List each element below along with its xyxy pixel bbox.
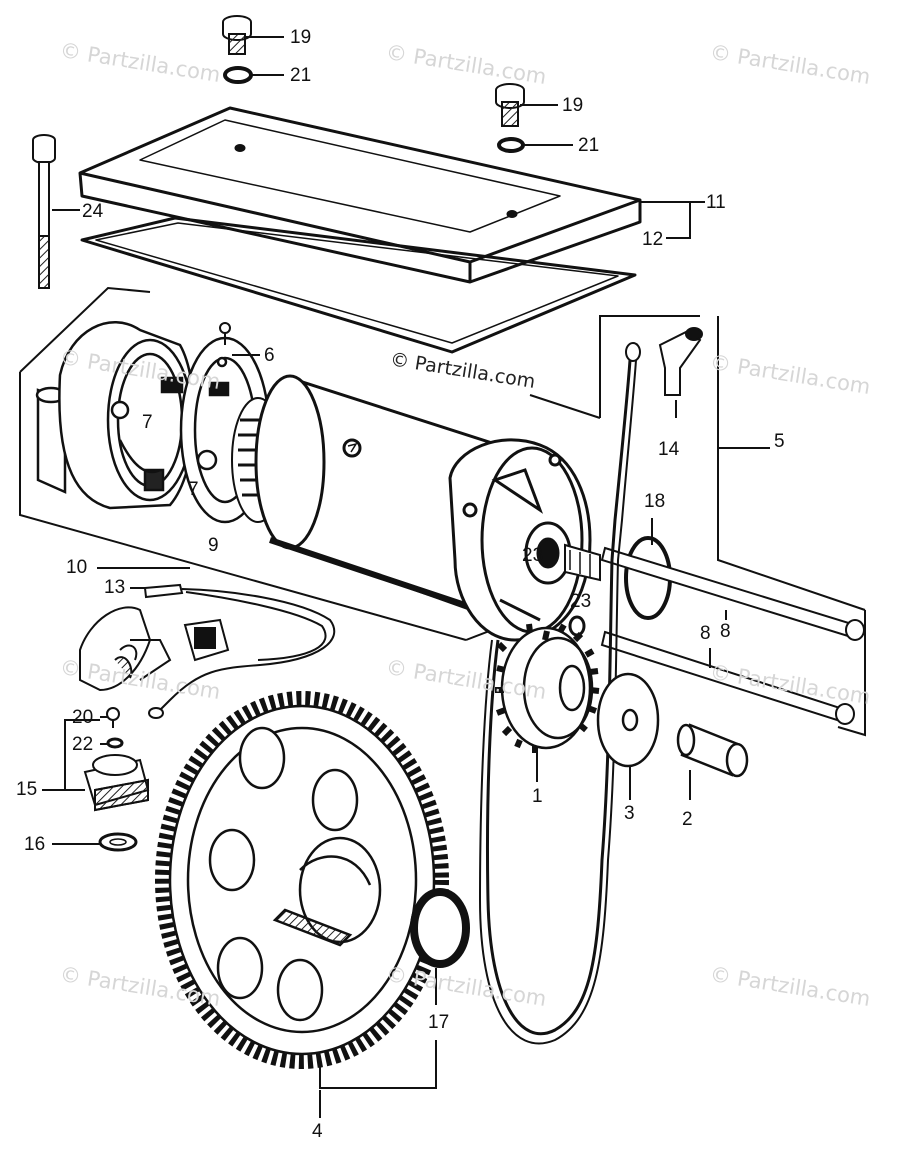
motor-housing-outline: [19, 286, 700, 641]
ring-17: [410, 888, 470, 968]
callout-3: 3: [624, 803, 635, 824]
callout-5: 5: [774, 431, 785, 452]
screw-20: [106, 707, 120, 728]
gear-1: [495, 623, 600, 753]
washer-3: [596, 672, 660, 768]
bracket-5-outline: [717, 316, 866, 737]
leader-lines: [42, 36, 770, 1118]
callout-23: 23: [570, 591, 592, 612]
callout-13: 13: [104, 577, 126, 598]
front-cover: [448, 438, 592, 642]
callout-15: 15: [16, 779, 38, 800]
callout-12: 12: [642, 229, 664, 250]
callout-19: 19: [562, 95, 584, 116]
washer-21-top: [223, 66, 253, 84]
callout-6: 6: [264, 345, 275, 366]
washer-21-right: [497, 137, 525, 153]
pin-2: [676, 723, 749, 778]
callout-8: 8: [720, 621, 731, 642]
callout-4: 4: [312, 1121, 323, 1142]
washer-22: [106, 737, 124, 749]
cover-11: [78, 106, 642, 284]
switch-15: [83, 754, 150, 812]
bolt-24: [32, 134, 56, 289]
callout-8: 8: [700, 623, 711, 644]
wire-harness-10-13: [79, 583, 336, 719]
callout-9: 9: [208, 535, 219, 556]
screw-6: [219, 322, 231, 345]
washer-16: [98, 832, 138, 852]
callout-22: 22: [72, 734, 94, 755]
callout-16: 16: [24, 834, 46, 855]
callout-7: 7: [142, 412, 153, 433]
rear-bracket: [35, 321, 196, 510]
callout-24: 24: [82, 201, 104, 222]
long-bolt-8-lower: [600, 630, 855, 725]
shaft: [564, 543, 601, 582]
callout-21: 21: [290, 65, 312, 86]
callout-14: 14: [658, 439, 680, 460]
callout-11: 11: [706, 192, 726, 213]
gear-4: [155, 691, 449, 1069]
callout-23: 23: [522, 545, 544, 566]
cable-14: [478, 327, 703, 1045]
callout-1: 1: [532, 786, 543, 807]
bolt-19-top: [222, 15, 252, 55]
callout-17: 17: [428, 1012, 450, 1033]
washer-23: [568, 615, 586, 637]
callout-18: 18: [644, 491, 666, 512]
callout-19: 19: [290, 27, 312, 48]
bolt-19-right: [495, 83, 525, 127]
callout-10: 10: [66, 557, 88, 578]
callout-21: 21: [578, 135, 600, 156]
gasket-12: [80, 216, 637, 354]
callout-2: 2: [682, 809, 693, 830]
long-bolt-8-upper: [600, 546, 865, 641]
callout-7: 7: [188, 479, 199, 500]
callout-20: 20: [72, 707, 94, 728]
